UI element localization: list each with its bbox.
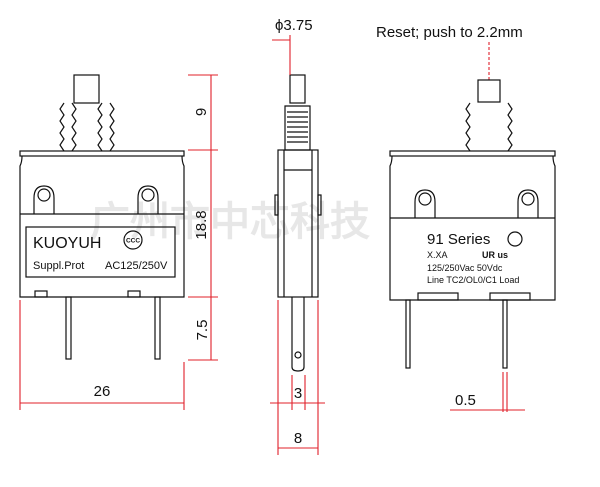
ur-mark: UR us [482,250,508,260]
voltage-label: 125/250Vac 50Vdc [427,263,503,273]
dim-depth: 8 [294,430,302,447]
left-dimensions: 9 18.8 7.5 26 [19,74,218,410]
dim-body-height: 18.8 [193,210,210,239]
rating-label: AC125/250V [105,260,168,272]
brand-label: KUOYUH [33,235,101,252]
side-view: ϕ3.75 3 8 [270,17,325,455]
dim-plunger-diameter: ϕ3.75 [275,17,313,34]
dim-plunger-height: 9 [193,108,210,116]
front-view: KUOYUH Suppl.Prot AC125/250V CCC [19,74,185,360]
dim-width: 26 [94,383,111,400]
rating-code-label: X.XA [427,250,448,260]
back-view: Reset; push to 2.2mm 91 Series X.XA UR u… [376,24,556,412]
terminals-label: Line TC2/OL0/C1 Load [427,275,519,285]
series-label: 91 Series [427,231,490,248]
dim-pin-length: 7.5 [194,320,211,341]
dim-pin-width: 3 [294,385,302,402]
suppl-prot-label: Suppl.Prot [33,260,84,272]
watermark: 广州市中芯科技 [90,200,370,244]
cert-icon [507,231,523,247]
ccc-mark-text: CCC [126,238,140,245]
dim-pin-thickness: 0.5 [455,392,476,409]
ccc-mark-icon: CCC [123,230,143,250]
reset-note: Reset; push to 2.2mm [376,24,523,41]
